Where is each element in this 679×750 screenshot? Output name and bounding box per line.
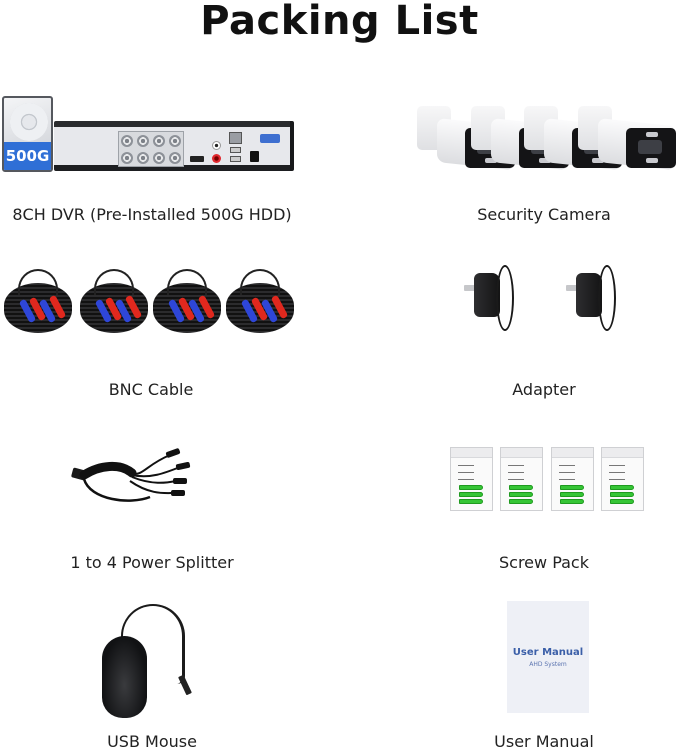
dvr-bnc-ports: [118, 131, 184, 167]
item-label: BNC Cable: [108, 380, 194, 399]
user-manual-icon: User Manual AHD System: [507, 601, 589, 713]
item-label: User Manual: [494, 732, 594, 750]
vga-port-icon: [260, 134, 280, 143]
bnc-cable-icon: [4, 269, 72, 333]
ethernet-port-icon: [229, 132, 242, 144]
item-label: Adapter: [512, 380, 576, 399]
manual-cover-title: User Manual: [512, 647, 584, 658]
camera-icon: [578, 106, 678, 170]
screw-pack-icon: [551, 447, 594, 511]
hdmi-port-icon: [190, 156, 204, 162]
screw-pack-icon: [450, 447, 493, 511]
screw-pack-icon: [601, 447, 644, 511]
audio-in-port-icon: [212, 154, 221, 163]
item-label: 1 to 4 Power Splitter: [70, 553, 234, 572]
page-title: Packing List: [200, 0, 479, 44]
hdd-capacity-badge: 500G: [4, 142, 51, 170]
bnc-cable-icon: [153, 269, 221, 333]
mouse-icon: [102, 636, 147, 718]
screw-pack-icon: [500, 447, 543, 511]
bnc-cable-icon: [80, 269, 148, 333]
power-splitter-icon: [71, 448, 191, 502]
item-label: Screw Pack: [499, 553, 589, 572]
bnc-cable-icon: [226, 269, 294, 333]
item-label: USB Mouse: [107, 732, 197, 750]
usb-port-icon: [230, 147, 241, 153]
manual-cover-subtitle: AHD System: [529, 661, 567, 668]
hdd-platter: [10, 103, 48, 141]
audio-out-port-icon: [212, 141, 221, 150]
power-port-icon: [250, 151, 259, 162]
item-label: Security Camera: [477, 205, 611, 224]
usb-plug-icon: [178, 674, 192, 696]
hdd-icon: 500G: [2, 96, 53, 172]
usb-port-icon: [230, 156, 241, 162]
item-label: 8CH DVR (Pre-Installed 500G HDD): [12, 205, 292, 224]
